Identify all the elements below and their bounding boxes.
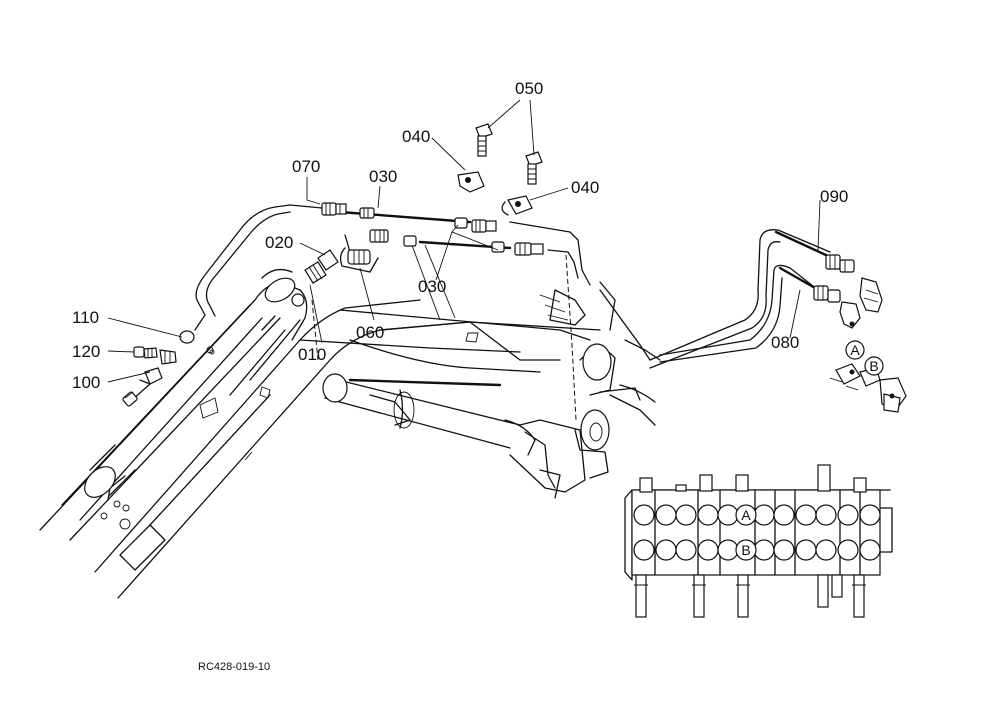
part-label-020: 020 xyxy=(265,233,293,252)
drawing-reference-code: RC428-019-10 xyxy=(198,661,270,673)
valve-port-b-label: B xyxy=(741,542,750,558)
port-marker-b-valve: B xyxy=(735,539,757,561)
fitting-030-lower xyxy=(369,229,544,256)
part-label-040-left: 040 xyxy=(402,127,430,146)
bolt-050-right xyxy=(525,151,543,185)
leader-lines xyxy=(107,99,821,383)
valve-port-row-upper xyxy=(633,504,881,526)
valve-port-row-lower xyxy=(633,539,881,561)
part-labels: 070 030 040 050 040 020 030 060 010 090 … xyxy=(72,79,848,392)
fitting-070 xyxy=(321,202,347,216)
part-label-090: 090 xyxy=(820,187,848,206)
fitting-020 xyxy=(304,249,339,284)
fitting-110 xyxy=(179,330,195,344)
clamp-040-right xyxy=(501,195,533,216)
port-marker-a-hose: A xyxy=(845,340,865,360)
port-marker-a-valve: A xyxy=(735,504,757,526)
part-label-030-upper: 030 xyxy=(369,167,397,186)
part-label-120: 120 xyxy=(72,342,100,361)
part-label-060: 060 xyxy=(356,323,384,342)
part-label-040-right: 040 xyxy=(571,178,599,197)
fitting-090 xyxy=(825,254,883,313)
control-valve-block xyxy=(624,464,893,618)
part-label-050: 050 xyxy=(515,79,543,98)
part-label-080: 080 xyxy=(771,333,799,352)
port-b-label: B xyxy=(869,358,878,374)
port-a-label: A xyxy=(850,342,860,358)
fitting-080 xyxy=(813,285,861,329)
valve-port-a-label: A xyxy=(741,507,751,523)
fitting-060 xyxy=(339,247,379,273)
clamp-040-left xyxy=(457,171,485,193)
part-label-100: 100 xyxy=(72,373,100,392)
fitting-030-upper xyxy=(359,207,497,233)
port-marker-b-hose: B xyxy=(864,356,884,376)
part-label-010: 010 xyxy=(298,345,326,364)
bolt-050-left xyxy=(475,123,493,157)
machine-frame xyxy=(299,239,661,499)
part-label-110: 110 xyxy=(72,308,99,327)
part-label-030-lower: 030 xyxy=(418,277,446,296)
boom-arm xyxy=(39,268,471,599)
part-label-070: 070 xyxy=(292,157,320,176)
